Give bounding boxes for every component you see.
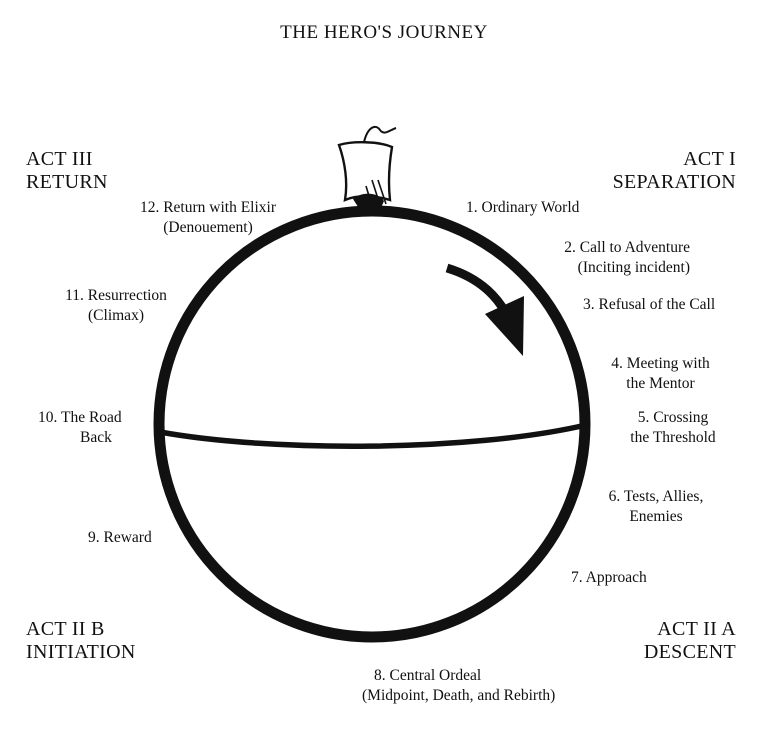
act-1-number: ACT I [683,148,736,170]
stage-5-title: 5. Crossing [637,409,709,426]
sailing-ship-icon [337,125,397,210]
stage-1-title: 1. Ordinary World [466,199,580,216]
act-1-label: ACT I SEPARATION [613,148,736,194]
stage-10-subtitle: Back [80,429,112,446]
journey-circle [153,205,591,643]
stage-4-title: 4. Meeting with [611,355,710,372]
act-2a-label: ACT II A DESCENT [644,618,736,664]
stage-10-title: 10. The Road [38,409,122,426]
stage-4-label: 4. Meeting with the Mentor [598,354,723,394]
act-3-name: RETURN [26,171,108,193]
act-2b-name: INITIATION [26,641,136,663]
stage-5-label: 5. Crossing the Threshold [598,408,748,448]
act-2a-number: ACT II A [657,618,736,640]
stage-12-subtitle: (Denouement) [163,219,253,236]
stage-3-label: 3. Refusal of the Call [583,295,715,315]
stage-12-label: 12. Return with Elixir (Denouement) [108,198,308,238]
stage-5-subtitle: the Threshold [630,429,716,446]
threshold-line [157,422,589,449]
stage-10-label: 10. The Road Back [38,408,122,448]
stage-6-label: 6. Tests, Allies, Enemies [596,487,716,527]
act-3-number: ACT III [26,148,93,170]
stage-4-subtitle: the Mentor [626,375,695,392]
stage-11-subtitle: (Climax) [88,307,144,324]
act-2b-label: ACT II B INITIATION [26,618,136,664]
act-1-name: SEPARATION [612,171,736,193]
stage-9-label: 9. Reward [88,528,152,548]
stage-9-title: 9. Reward [88,529,152,546]
stage-6-subtitle: Enemies [629,508,683,525]
act-2b-number: ACT II B [26,618,105,640]
stage-7-label: 7. Approach [571,568,647,588]
stage-11-title: 11. Resurrection [65,287,167,304]
stage-8-subtitle: (Midpoint, Death, and Rebirth) [362,687,556,704]
diagram-title: THE HERO'S JOURNEY [280,22,488,43]
stage-2-title: 2. Call to Adventure [564,239,690,256]
stage-8-title: 8. Central Ordeal [374,667,482,684]
stage-6-title: 6. Tests, Allies, [608,488,704,505]
curved-arrow-icon [445,263,524,356]
stage-7-title: 7. Approach [571,569,647,586]
stage-3-title: 3. Refusal of the Call [583,296,716,313]
stage-2-subtitle: (Inciting incident) [577,259,690,276]
act-2a-name: DESCENT [643,641,736,663]
stage-8-label: 8. Central Ordeal (Midpoint, Death, and … [362,666,555,706]
stage-2-label: 2. Call to Adventure (Inciting incident) [564,238,690,278]
act-3-label: ACT III RETURN [26,148,108,194]
stage-1-label: 1. Ordinary World [466,198,579,218]
stage-12-title: 12. Return with Elixir [139,199,277,216]
stage-11-label: 11. Resurrection (Climax) [46,286,186,326]
